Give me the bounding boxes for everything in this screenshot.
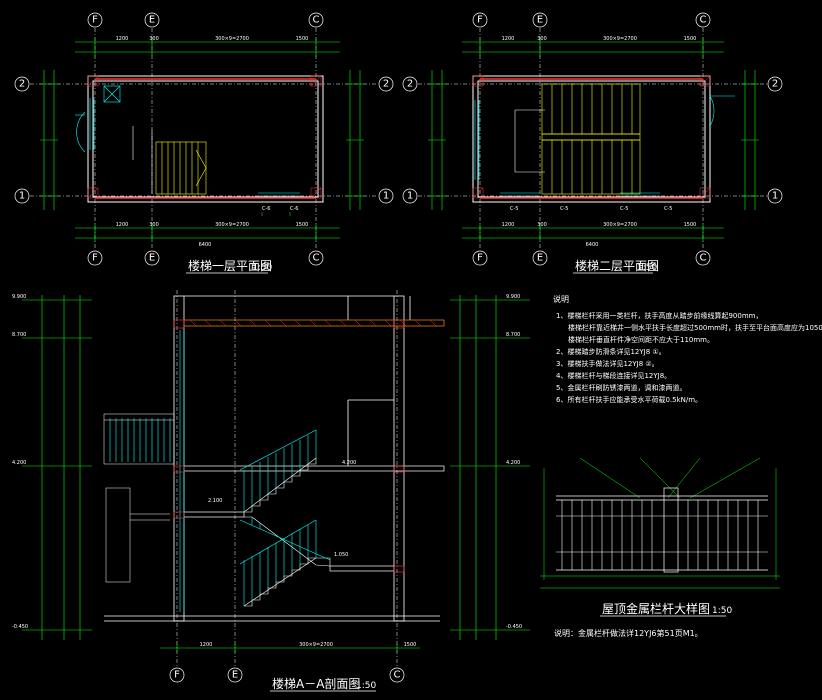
section-callout-3: 1.050: [334, 552, 348, 558]
plan2-scale: 1:50: [637, 263, 657, 273]
section-level-right-3: 4.200: [506, 460, 520, 466]
plan2-tag-4: C-5: [664, 206, 672, 212]
section-level-left-3: 4.200: [12, 460, 26, 466]
section-callout-1: 4.200: [342, 460, 356, 466]
section-level-left-1: 9.900: [12, 294, 26, 300]
plan1-dim-bottom-2: 300: [149, 222, 159, 228]
roof-metal-railing-detail: [540, 457, 780, 589]
section-axis-f: F: [174, 670, 180, 681]
section-axis-e: E: [232, 670, 238, 681]
plan1-axis-left-2: 2: [19, 79, 25, 90]
plan1-axis-bottom-c: C: [313, 253, 320, 264]
plan2-dim-bottom-4: 1500: [684, 222, 697, 228]
plan2-dim-total: 6400: [586, 242, 599, 248]
plan2-dim-top-1: 1200: [502, 36, 515, 42]
plan2-axis-bottom-c: C: [700, 253, 707, 264]
detail-scale: 1:50: [712, 606, 732, 616]
section-dim-1: 1200: [200, 642, 213, 648]
section-axis-c: C: [394, 670, 401, 681]
plan2-dim-bottom-1: 1200: [502, 222, 515, 228]
notes-line-5: 3、楼梯扶手做法详见12YJ8 ②。: [556, 359, 659, 368]
plan1-tag-1: C-6: [262, 206, 270, 212]
plan2-dim-bottom-2: 300: [537, 222, 547, 228]
notes-line-6: 4、楼梯栏杆与梯段连接详见12YJ8。: [556, 371, 671, 380]
plan1-axis-top-c: C: [313, 15, 320, 26]
plan1-axis-right-1: 1: [383, 191, 389, 202]
detail-remark: 说明：金属栏杆做法详12YJ6第51页M1。: [554, 628, 703, 638]
plan1-dim-bottom-3: 300×9=2700: [215, 222, 249, 228]
section-scale: 1:50: [356, 681, 376, 691]
section-level-right-4: -0.450: [506, 624, 522, 630]
plan1-dim-total: 6400: [199, 242, 212, 248]
plan1-axis-top-f: F: [92, 15, 98, 26]
plan2-axis-left-1: 1: [407, 191, 413, 202]
plan2-axis-top-c: C: [700, 15, 707, 26]
section-level-right-1: 9.900: [506, 294, 520, 300]
plan1-dim-bottom-4: 1500: [296, 222, 309, 228]
plan2-axis-right-1: 1: [772, 191, 778, 202]
plan1-dim-top-4: 1500: [296, 36, 309, 42]
plan2-axis-left-2: 2: [407, 79, 413, 90]
notes-line-4: 2、楼梯踏步防滑条详见12YJ8 ①。: [556, 347, 666, 356]
section-dim-3: 1500: [404, 642, 417, 648]
section-callout-2: 2.100: [208, 498, 222, 504]
plan2-axis-bottom-f: F: [477, 253, 483, 264]
notes-line-3: 楼梯栏杆垂直杆件净空间距不应大于110mm。: [568, 335, 714, 344]
plan2-tag-2: C-5: [560, 206, 568, 212]
first-floor-stair-plan: [14, 12, 394, 266]
plan2-tag-1: C-5: [510, 206, 518, 212]
notes-line-8: 6、所有栏杆扶手应能承受水平荷载0.5kN/m。: [556, 395, 702, 404]
section-level-left-4: -0.450: [12, 624, 28, 630]
plan2-tag-3: C-5: [620, 206, 628, 212]
notes-line-7: 5、金属栏杆刷防锈漆两道，调和漆两道。: [556, 383, 686, 392]
plan2-dim-top-2: 300: [537, 36, 547, 42]
stair-section-a-a: [22, 290, 530, 683]
section-level-right-2: 8.700: [506, 332, 520, 338]
plan1-axis-left-1: 1: [19, 191, 25, 202]
plan1-title: 楼梯一层平面图: [188, 258, 272, 273]
plan2-axis-top-f: F: [477, 15, 483, 26]
notes-line-1: 1、楼梯栏杆采用一类栏杆，扶手高度从踏步前缘线算起900mm，: [556, 311, 762, 320]
plan2-dim-top-4: 1500: [684, 36, 697, 42]
plan2-axis-bottom-e: E: [537, 253, 543, 264]
plan1-dim-top-1: 1200: [116, 36, 129, 42]
plan1-dim-top-2: 300: [149, 36, 159, 42]
plan1-axis-right-2: 2: [383, 79, 389, 90]
notes-line-2: 楼梯栏杆靠近梯井一侧水平扶手长度超过500mm时，扶手至平台面高度应为1050m…: [568, 323, 822, 332]
section-title: 楼梯A－A剖面图: [272, 676, 360, 691]
section-dim-2: 300×9=2700: [299, 642, 333, 648]
plan1-dim-top-3: 300×9=2700: [215, 36, 249, 42]
second-floor-stair-plan: [402, 12, 783, 266]
plan2-dim-bottom-3: 300×9=2700: [603, 222, 637, 228]
section-level-left-2: 8.700: [12, 332, 26, 338]
plan1-scale: 1:50: [252, 263, 272, 273]
plan1-axis-bottom-f: F: [92, 253, 98, 264]
plan2-title: 楼梯二层平面图: [575, 258, 659, 273]
notes-heading: 说明: [553, 294, 569, 304]
plan2-axis-top-e: E: [537, 15, 543, 26]
plan2-dim-top-3: 300×9=2700: [603, 36, 637, 42]
plan2-axis-right-2: 2: [772, 79, 778, 90]
plan1-axis-bottom-e: E: [149, 253, 155, 264]
plan1-axis-top-e: E: [149, 15, 155, 26]
plan1-tag-2: C-6: [290, 206, 298, 212]
detail-title: 屋顶金属栏杆大样图: [602, 601, 710, 616]
plan1-dim-bottom-1: 1200: [116, 222, 129, 228]
title-underlines: [186, 272, 726, 692]
